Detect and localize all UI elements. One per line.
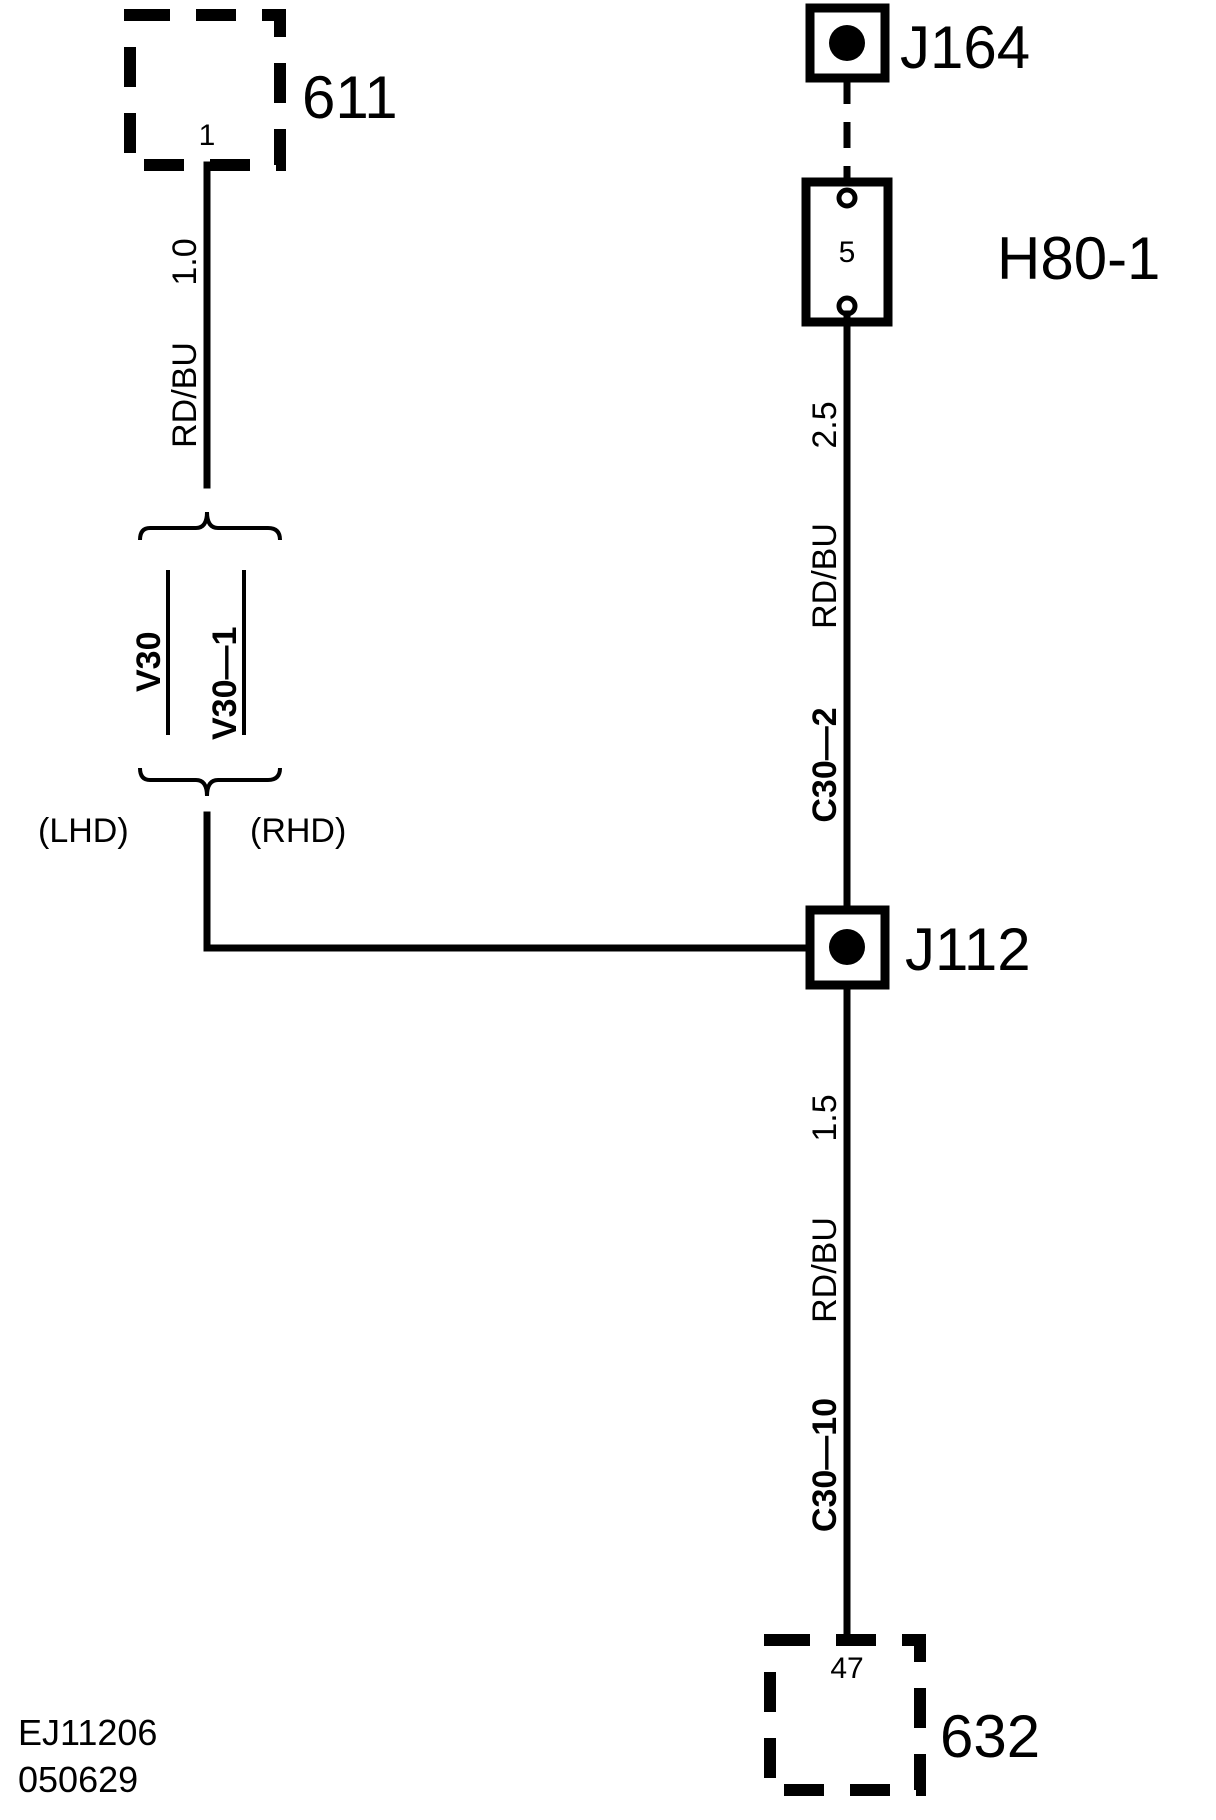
bracket-top <box>138 511 282 541</box>
fuse-h80-1-terminal-top <box>836 187 858 209</box>
splice-j112-dot <box>829 929 865 965</box>
fuse-h80-1-pin: 5 <box>839 236 856 269</box>
bracket-bottom <box>138 767 282 797</box>
wire-left-size: 1.0 <box>166 238 204 285</box>
option-rhd-circuit: V30—1 <box>206 627 244 740</box>
splice-j164[interactable]: J164 <box>805 3 1030 83</box>
option-bracket: V30 V30—1 (LHD) (RHD) <box>38 511 346 850</box>
connector-611[interactable]: 1 611 <box>124 9 398 171</box>
connector-611-outline <box>124 9 286 171</box>
splice-j164-dot <box>829 25 865 61</box>
connector-611-label: 611 <box>302 64 398 131</box>
footer-date: 050629 <box>18 1759 138 1800</box>
connector-632[interactable]: 47 632 <box>764 1634 1040 1796</box>
option-lhd-circuit: V30 <box>130 632 168 693</box>
option-lhd-label: (LHD) <box>38 812 129 850</box>
wire-right-lower-size: 1.5 <box>806 1094 844 1141</box>
wire-left-color: RD/BU <box>166 342 204 448</box>
wire-right-lower-color: RD/BU <box>806 1217 844 1323</box>
wire-left-lower[interactable] <box>203 811 834 952</box>
connector-632-pin: 47 <box>830 1652 863 1685</box>
wire-right-upper-circuit: C30—2 <box>806 707 844 822</box>
splice-j112[interactable]: J112 <box>805 905 1031 990</box>
wire-right-lower-circuit: C30—10 <box>806 1398 844 1532</box>
wire-right-upper-color: RD/BU <box>806 523 844 629</box>
footer-ref: EJ11206 <box>18 1712 157 1753</box>
wire-right-upper-size: 2.5 <box>806 401 844 448</box>
splice-j164-label: J164 <box>900 14 1030 81</box>
fuse-h80-1-label: H80-1 <box>997 225 1160 292</box>
option-rhd-label: (RHD) <box>250 812 346 850</box>
splice-j112-label: J112 <box>905 916 1031 983</box>
fuse-h80-1[interactable]: 5 H80-1 <box>801 177 1160 327</box>
connector-632-label: 632 <box>940 1703 1040 1770</box>
connector-611-pin: 1 <box>199 119 216 152</box>
connector-632-outline <box>764 1634 926 1796</box>
